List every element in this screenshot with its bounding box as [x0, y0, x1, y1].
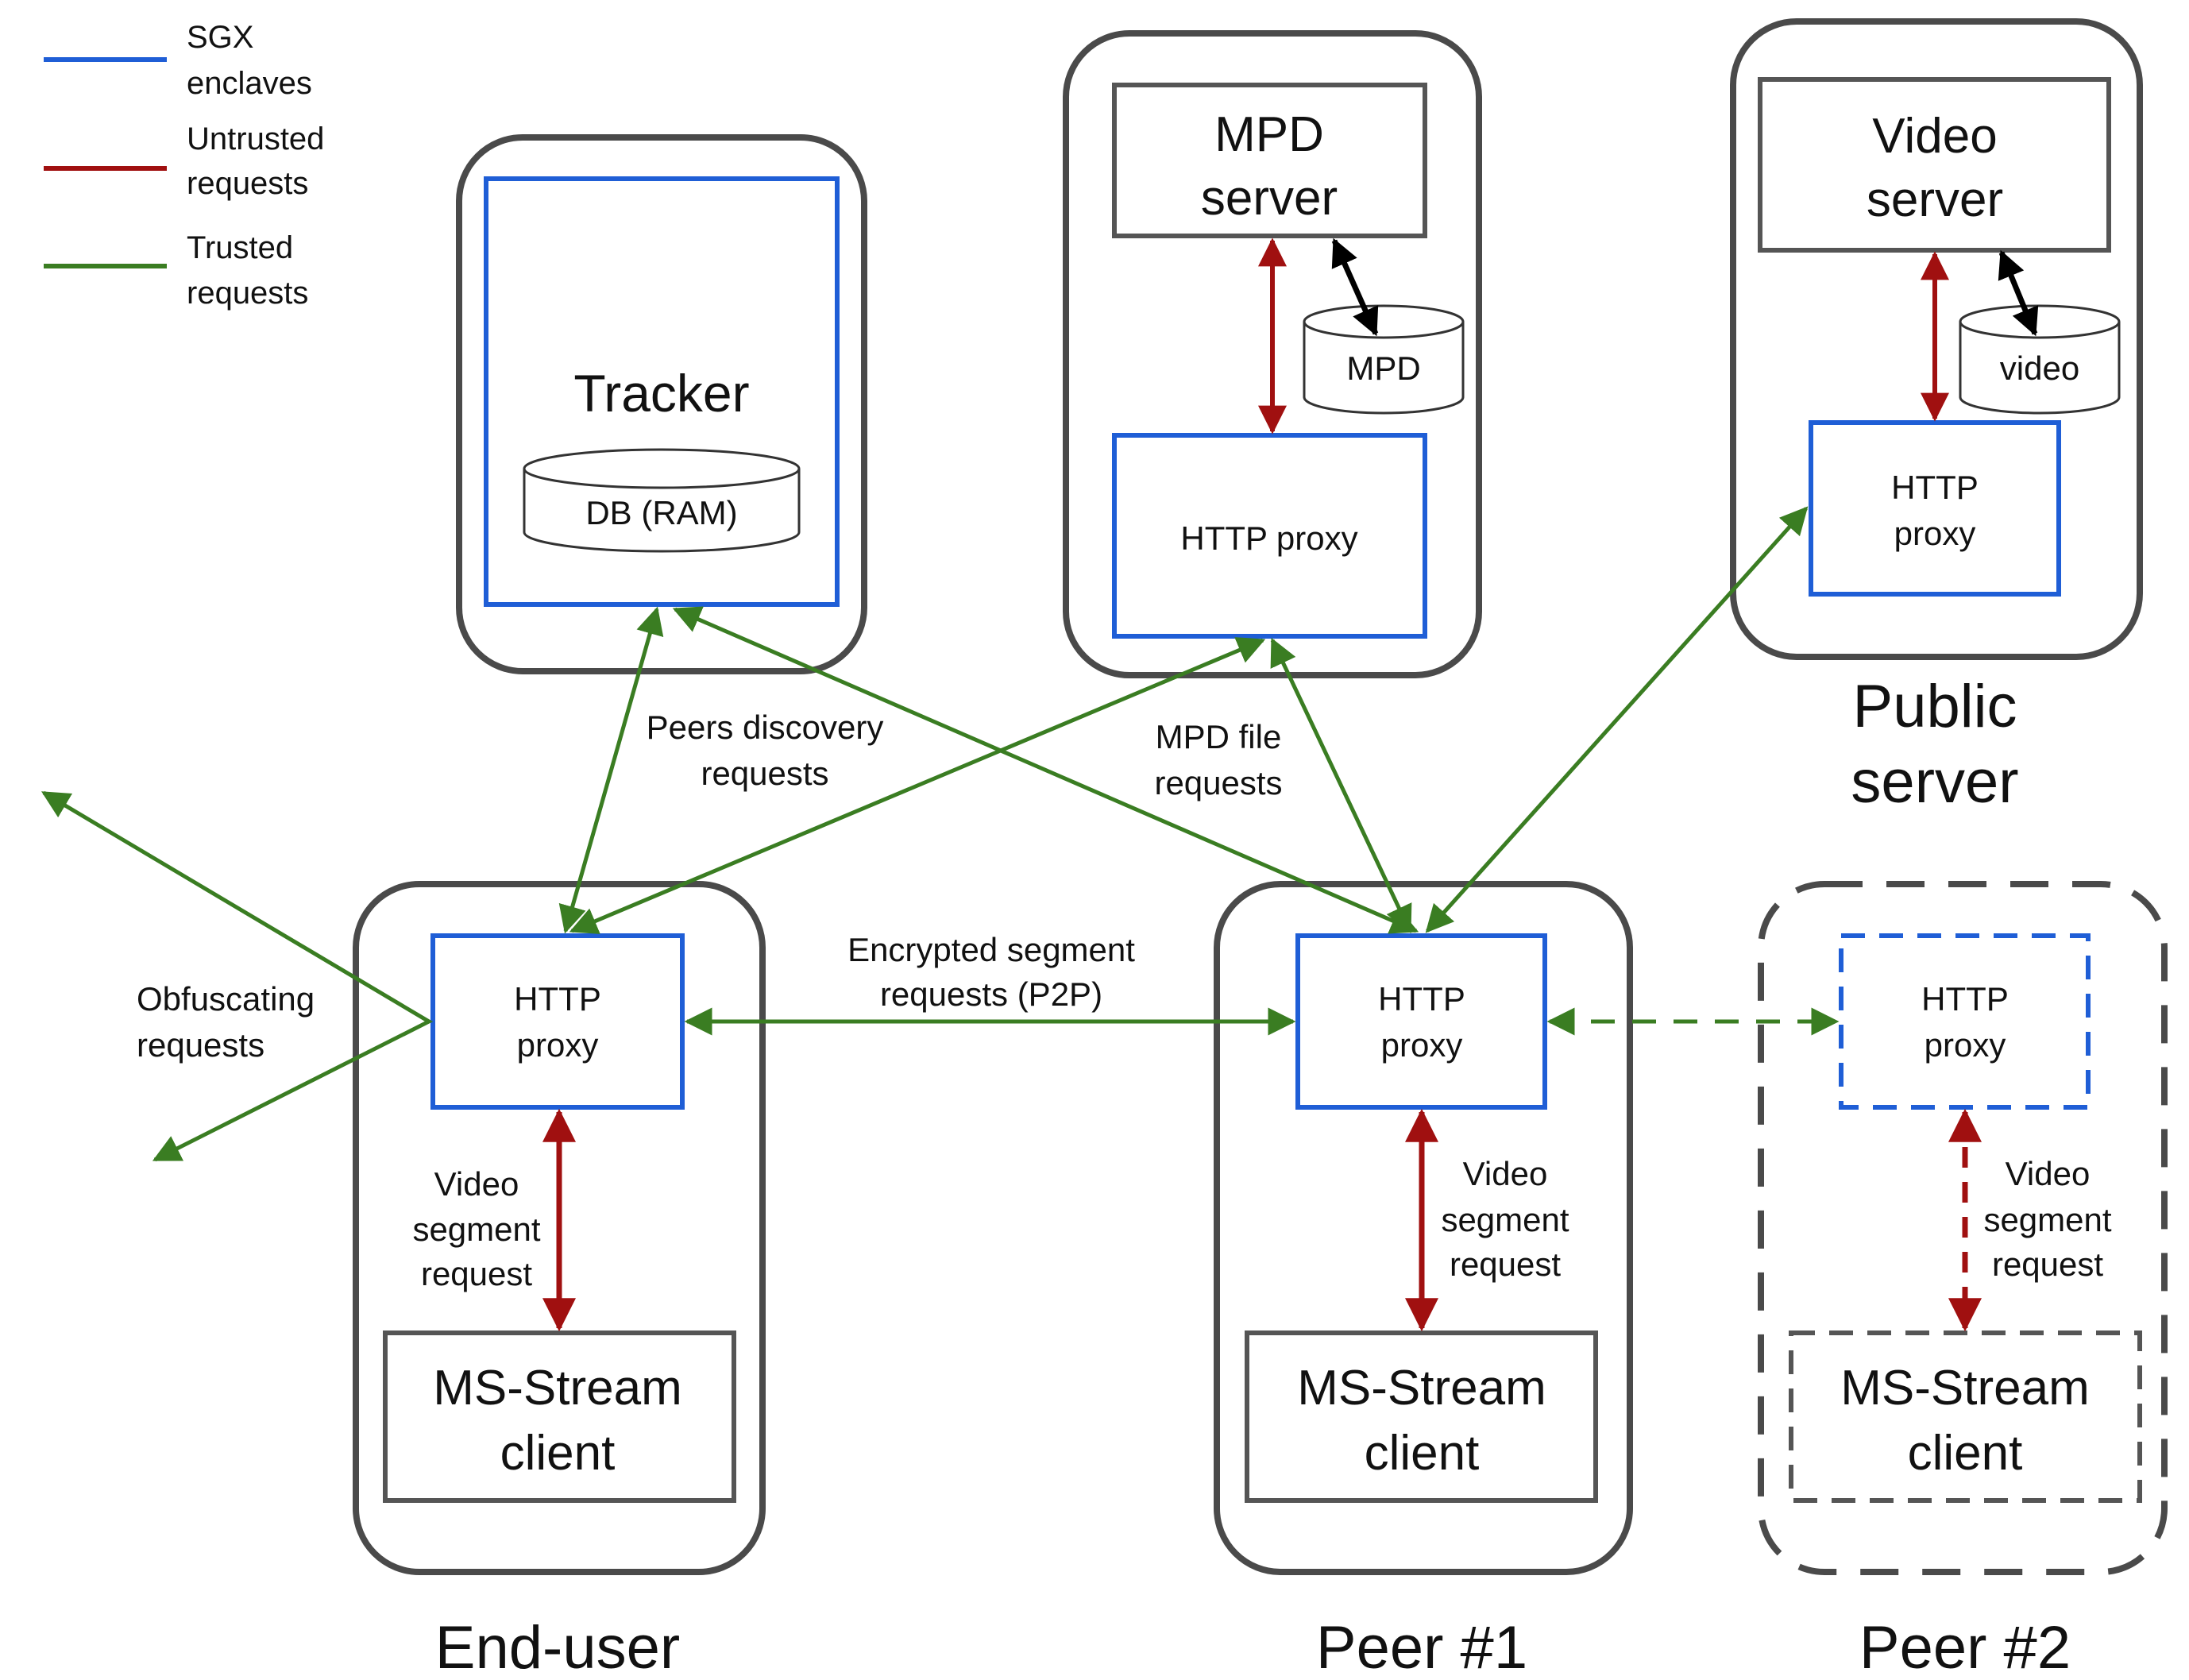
peer1-http-proxy-label-line2: proxy	[1381, 1026, 1463, 1064]
peer2-http-proxy-label-line2: proxy	[1925, 1026, 2006, 1064]
peer1-node: HTTP proxy Video segment request MS-Stre…	[1214, 881, 1633, 1680]
peer1-request-label-line2: segment	[1441, 1201, 1569, 1238]
end-user-request-label-line1: Video	[434, 1165, 519, 1203]
mpd-db-cylinder	[1303, 304, 1465, 415]
mpd-server-label-line2: server	[1201, 171, 1338, 226]
video-server-label-line2: server	[1867, 172, 2003, 227]
legend-untrusted-label-line1: Untrusted	[187, 122, 324, 156]
end-user-client-label-line2: client	[500, 1426, 616, 1481]
peers-discovery-label-line1: Peers discovery	[647, 709, 884, 746]
end-user-request-label-line2: segment	[412, 1211, 540, 1248]
peer2-http-proxy-enclave	[1839, 933, 2091, 1110]
public-http-proxy-label-line1: HTTP	[1891, 469, 1979, 506]
untrusted-arrows	[542, 238, 1982, 1332]
mpd-http-proxy-label: HTTP proxy	[1180, 519, 1357, 557]
trusted-arrows	[41, 506, 1840, 1162]
peer2-http-proxy-label-line1: HTTP	[1921, 980, 2009, 1018]
arrow-mpd-server-to-db	[1331, 238, 1379, 337]
end-user-client-box	[383, 1330, 736, 1503]
legend-trusted-label-line1: Trusted	[187, 230, 293, 265]
peer1-request-label-line1: Video	[1463, 1155, 1548, 1192]
peer2-request-label-line2: segment	[1983, 1201, 2111, 1238]
legend: SGX enclaves Untrusted requests Trusted …	[44, 20, 324, 311]
arrow-video-server-to-db	[1998, 249, 2039, 337]
arrow-public-proxy-to-peer1	[1425, 506, 1809, 933]
peers-discovery-label-line2: requests	[701, 755, 828, 792]
end-user-node: HTTP proxy Video segment request MS-Stre…	[353, 881, 766, 1680]
public-server-node: Video server video HTTP proxy Public ser…	[1730, 18, 2143, 816]
video-db-label: video	[2000, 350, 2079, 387]
public-server-container	[1730, 18, 2143, 660]
peer1-client-label-line1: MS-Stream	[1297, 1361, 1546, 1415]
peer2-request-label-line1: Video	[2006, 1155, 2091, 1192]
db-access-arrows	[1331, 238, 2039, 337]
arrow-obfuscating-requests	[41, 790, 434, 1162]
edge-labels: Peers discovery requests MPD file reques…	[137, 709, 1283, 1064]
mpd-server-box	[1112, 83, 1427, 238]
end-user-caption: End-user	[435, 1614, 680, 1680]
peer2-node: HTTP proxy Video segment request MS-Stre…	[1758, 881, 2168, 1680]
public-server-caption-line1: Public	[1853, 673, 2017, 740]
tracker-db-cylinder	[523, 448, 801, 553]
peer2-request-label-line3: request	[1992, 1246, 2103, 1283]
legend-sgx-label-line1: SGX	[187, 20, 253, 55]
peer1-http-proxy-enclave	[1295, 933, 1547, 1110]
legend-untrusted-label-line2: requests	[187, 166, 308, 201]
tracker-node: Tracker DB (RAM)	[456, 134, 867, 674]
legend-sgx-label-line2: enclaves	[187, 66, 312, 101]
public-server-caption-line2: server	[1851, 748, 2018, 816]
video-server-label-line1: Video	[1872, 109, 1997, 164]
peer1-request-label-line3: request	[1450, 1246, 1561, 1283]
peer2-caption: Peer #2	[1859, 1614, 2071, 1680]
video-server-box	[1758, 77, 2111, 253]
peer2-client-label-line2: client	[1908, 1426, 2023, 1481]
mpd-file-label-line1: MPD file	[1156, 718, 1282, 755]
encrypted-segment-label-line2: requests (P2P)	[880, 975, 1102, 1013]
obfuscating-label-line1: Obfuscating	[137, 980, 315, 1018]
obfuscating-label-line2: requests	[137, 1026, 264, 1064]
end-user-http-proxy-label-line1: HTTP	[514, 980, 601, 1018]
end-user-http-proxy-label-line2: proxy	[517, 1026, 599, 1064]
peer1-http-proxy-label-line1: HTTP	[1378, 980, 1465, 1018]
peer1-container	[1214, 881, 1633, 1575]
arrow-mpd-proxy-to-peer1	[1270, 637, 1412, 934]
end-user-http-proxy-enclave	[430, 933, 685, 1110]
legend-trusted-label-line2: requests	[187, 276, 308, 311]
end-user-request-label-line3: request	[421, 1255, 532, 1292]
peer1-client-box	[1245, 1330, 1598, 1503]
end-user-client-label-line1: MS-Stream	[433, 1361, 681, 1415]
peer2-client-label-line1: MS-Stream	[1840, 1361, 2089, 1415]
peer1-client-label-line2: client	[1365, 1426, 1480, 1481]
mpd-db-label: MPD	[1346, 350, 1420, 387]
public-http-proxy-enclave	[1809, 420, 2061, 597]
mpd-file-label-line2: requests	[1154, 764, 1282, 801]
encrypted-segment-label-line1: Encrypted segment	[847, 931, 1135, 968]
tracker-db-label: DB (RAM)	[585, 494, 737, 531]
public-http-proxy-label-line2: proxy	[1894, 515, 1976, 552]
peer2-client-box	[1789, 1330, 2142, 1503]
mpd-server-label-line1: MPD	[1214, 107, 1324, 162]
peer1-caption: Peer #1	[1316, 1614, 1527, 1680]
tracker-title: Tracker	[573, 364, 749, 423]
arrow-mpd-proxy-to-end-user	[569, 637, 1266, 934]
peer2-container	[1758, 881, 2168, 1575]
